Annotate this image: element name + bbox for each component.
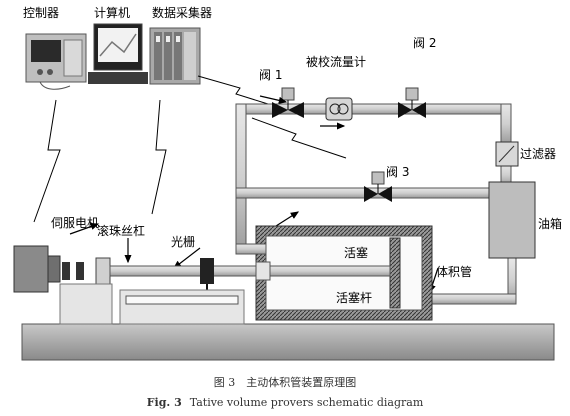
label-piston: 活塞 — [344, 245, 368, 260]
caption-en: Fig. 3 Tative volume provers schematic di… — [147, 396, 424, 409]
flowmeter — [325, 97, 353, 121]
cylinder-inlet-pipe — [235, 243, 267, 255]
controller-device — [25, 33, 87, 90]
servo-motor — [13, 245, 61, 293]
label-daq: 数据采集器 — [152, 5, 212, 20]
base-platform — [21, 323, 555, 361]
caption-en-prefix: Fig. 3 — [147, 396, 182, 409]
label-computer: 计算机 — [94, 5, 130, 20]
valve-2 — [398, 87, 426, 118]
signal-lines — [33, 75, 347, 223]
label-volume-tube: 体积管 — [436, 264, 472, 279]
volume-tube — [255, 225, 433, 321]
filter — [495, 141, 519, 167]
label-valve2: 阀 2 — [413, 36, 436, 50]
label-tank: 油箱 — [538, 216, 562, 231]
daq-device — [149, 27, 201, 85]
label-ball-screw: 滚珠丝杠 — [97, 223, 145, 238]
valve-3 — [364, 171, 392, 202]
coupling — [59, 257, 113, 325]
label-valve1: 阀 1 — [259, 68, 282, 82]
label-piston-rod: 活塞杆 — [336, 290, 372, 305]
label-grating: 光栅 — [171, 234, 195, 249]
label-valve3: 阀 3 — [386, 165, 409, 179]
label-filter: 过滤器 — [520, 147, 556, 161]
caption-cn: 图 3 主动体积管装置原理图 — [214, 375, 357, 389]
caption-en-text: Tative volume provers schematic diagram — [190, 396, 424, 409]
computer-device — [88, 23, 148, 84]
grating-scale — [119, 289, 245, 325]
oil-tank — [488, 181, 536, 259]
label-servo-motor: 伺服电机 — [51, 216, 99, 230]
label-controller: 控制器 — [23, 6, 59, 20]
label-flowmeter: 被校流量计 — [306, 54, 366, 69]
